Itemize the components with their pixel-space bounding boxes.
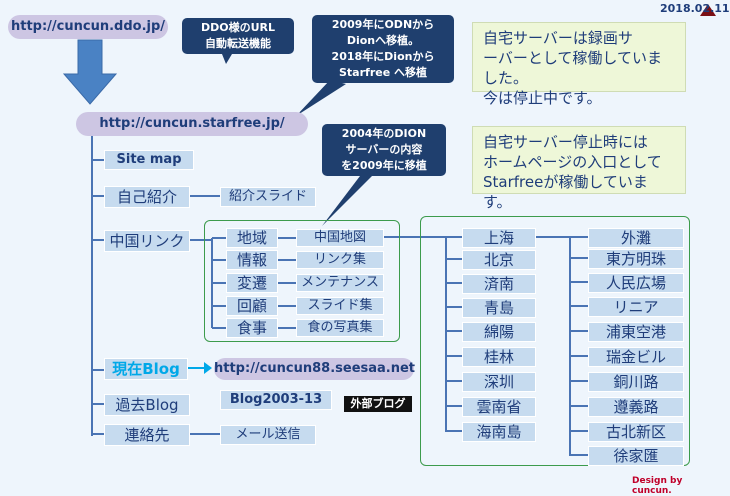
china-info[interactable]: 情報: [226, 250, 278, 270]
spot-pudong-airport[interactable]: 浦東空港: [588, 322, 684, 342]
china-retrospect[interactable]: 回顧: [226, 296, 278, 316]
url-seesaa-link[interactable]: http://cuncun88.seesaa.net: [214, 358, 415, 380]
menu-past-blog[interactable]: 過去Blog: [104, 394, 190, 416]
spot-xujiahui[interactable]: 徐家匯: [588, 446, 684, 466]
url-starfree-link[interactable]: http://cuncun.starfree.jp/: [76, 112, 308, 136]
callout-line: 2018年にDionから: [331, 50, 435, 63]
city-mianyang[interactable]: 綿陽: [462, 322, 536, 342]
city-yunnan[interactable]: 雲南省: [462, 397, 536, 417]
china-link-list[interactable]: リンク集: [296, 251, 384, 269]
date-label: 2018.02.11: [660, 2, 730, 15]
city-beijing[interactable]: 北京: [462, 250, 536, 270]
spot-maglev[interactable]: リニア: [588, 297, 684, 317]
sub-blog-2003-13[interactable]: Blog2003-13: [220, 390, 332, 410]
spot-tongchuan-road[interactable]: 銅川路: [588, 372, 684, 392]
city-jinan[interactable]: 済南: [462, 274, 536, 294]
spot-gubei[interactable]: 古北新区: [588, 422, 684, 442]
city-shenzhen[interactable]: 深圳: [462, 372, 536, 392]
spot-peoples-square[interactable]: 人民広場: [588, 273, 684, 293]
menu-current-blog[interactable]: 現在Blog: [104, 358, 188, 380]
external-blog-tag: 外部ブログ: [344, 396, 412, 412]
city-guilin[interactable]: 桂林: [462, 347, 536, 367]
china-food-photos[interactable]: 食の写真集: [296, 319, 384, 337]
cities-frame: [420, 216, 690, 466]
note-starfree: 自宅サーバー停止時には ホームページの入口として Starfreeが稼働していま…: [472, 126, 686, 211]
design-credit: Design by cuncun.: [632, 476, 683, 496]
note-line: ホームページの入口として: [483, 153, 662, 171]
china-region[interactable]: 地域: [226, 228, 278, 248]
china-food[interactable]: 食事: [226, 318, 278, 338]
callout-line: 2004年のDION: [341, 127, 427, 140]
callout-line: 2009年にODNから: [331, 18, 435, 31]
menu-self-intro[interactable]: 自己紹介: [104, 186, 190, 208]
note-line: Starfreeが稼働しています。: [483, 173, 648, 211]
callout-line: サーバーの内容: [345, 143, 423, 156]
callout-line: 自動転送機能: [205, 37, 271, 50]
callout-line: Starfree へ移植: [339, 66, 427, 79]
callout-line: Dionへ移植。: [346, 34, 420, 47]
dion-callout: 2004年のDION サーバーの内容 を2009年に移植: [322, 124, 446, 176]
menu-site-map[interactable]: Site map: [104, 150, 194, 170]
sub-mail-send[interactable]: メール送信: [220, 425, 316, 445]
note-line: 自宅サーバー停止時には: [483, 133, 648, 151]
spot-oriental-pearl[interactable]: 東方明珠: [588, 249, 684, 269]
note-line: 今は停止中です。: [483, 89, 602, 107]
ddo-callout: DDO様のURL 自動転送機能: [182, 18, 294, 54]
city-shanghai[interactable]: 上海: [462, 228, 536, 248]
note-line: 自宅サーバーは録画サ: [483, 29, 633, 47]
china-history[interactable]: 変遷: [226, 273, 278, 293]
menu-contact[interactable]: 連絡先: [104, 424, 190, 446]
china-links-frame: [204, 220, 400, 342]
sub-intro-slide[interactable]: 紹介スライド: [220, 187, 316, 207]
spot-ruijin-building[interactable]: 瑞金ビル: [588, 347, 684, 367]
note-home-server: 自宅サーバーは録画サ ーバーとして稼働していました。 今は停止中です。: [472, 22, 686, 107]
china-map[interactable]: 中国地図: [296, 229, 384, 247]
city-qingdao[interactable]: 青島: [462, 298, 536, 318]
china-maintenance[interactable]: メンテナンス: [296, 274, 384, 292]
city-hainan[interactable]: 海南島: [462, 422, 536, 442]
callout-line: を2009年に移植: [341, 159, 427, 172]
spot-zunyi-road[interactable]: 遵義路: [588, 397, 684, 417]
note-line: ーバーとして稼働していました。: [483, 49, 662, 87]
menu-china-links[interactable]: 中国リンク: [104, 230, 190, 252]
odn-callout: 2009年にODNから Dionへ移植。 2018年にDionから Starfr…: [312, 15, 454, 83]
china-slides[interactable]: スライド集: [296, 297, 384, 315]
spot-bund[interactable]: 外灘: [588, 228, 684, 248]
url-top-link[interactable]: http://cuncun.ddo.jp/: [8, 15, 168, 39]
callout-line: DDO様のURL: [200, 21, 276, 34]
